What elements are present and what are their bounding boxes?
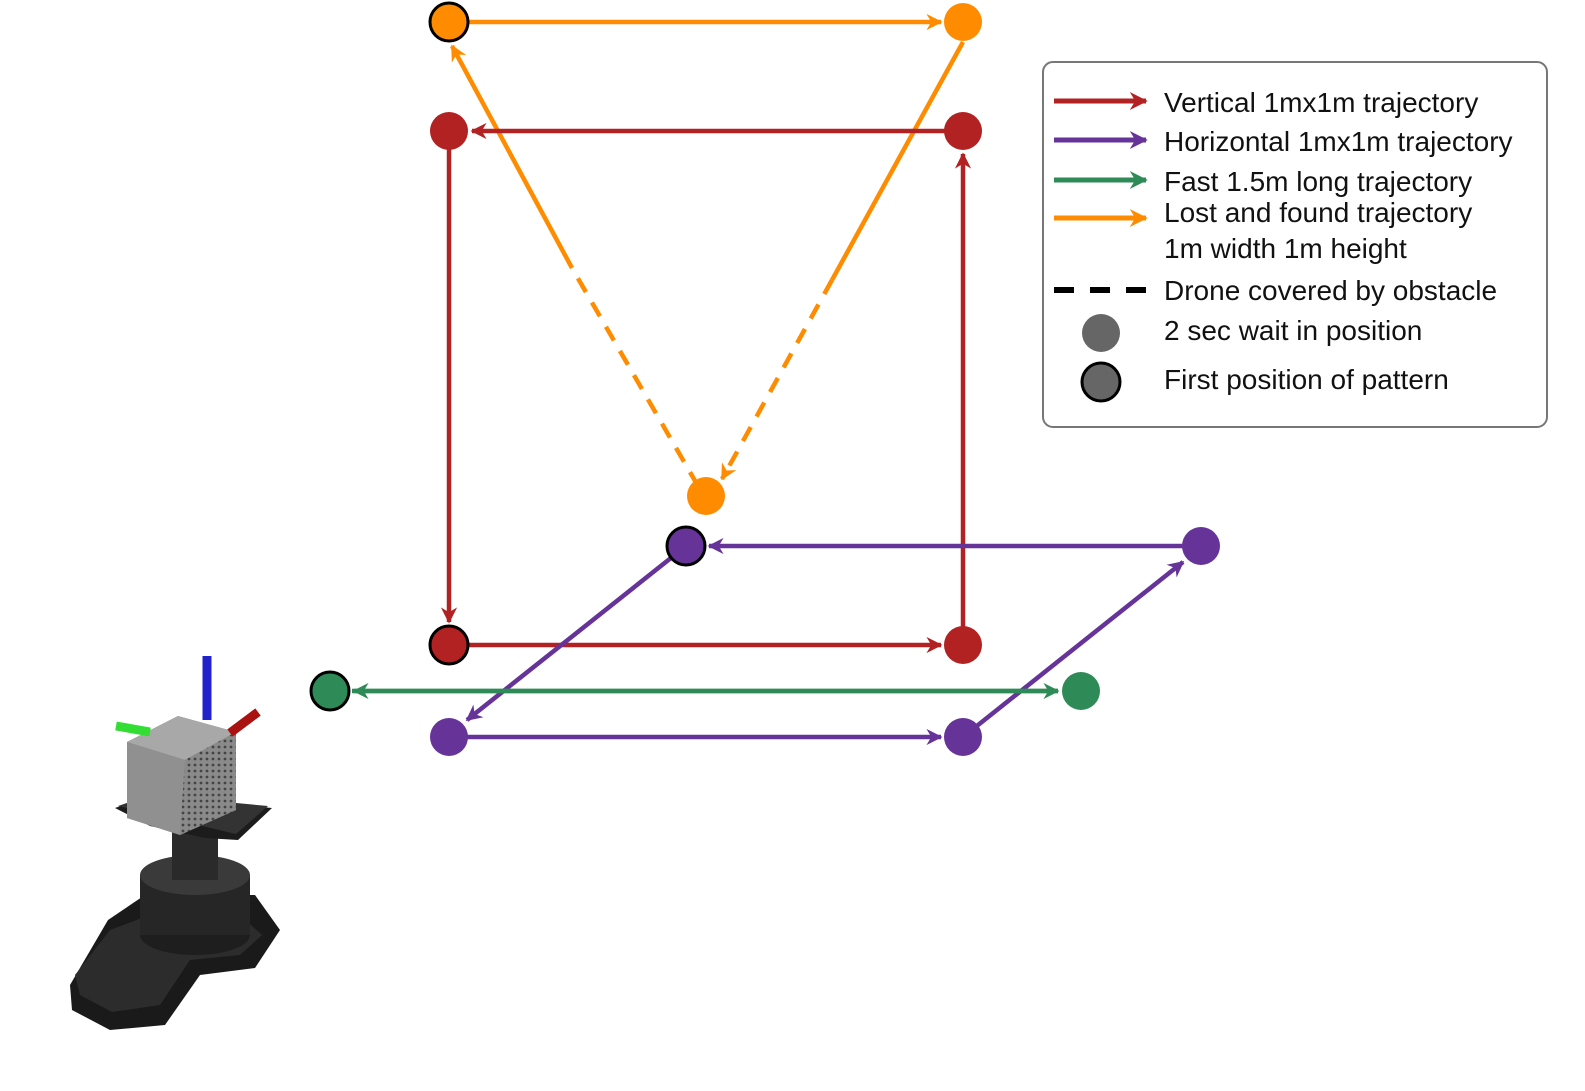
green-point-start: [309, 670, 351, 712]
legend: Vertical 1mx1m trajectory Horizontal 1mx…: [1042, 61, 1548, 428]
legend-occluded-label: Drone covered by obstacle: [1164, 275, 1497, 306]
orange-point-start: [428, 1, 470, 43]
purple-point-front-right: [944, 718, 982, 756]
orange-edge-right-dashed: [720, 278, 834, 481]
red-point-bottom-right: [944, 626, 982, 664]
green-point-end: [1062, 672, 1100, 710]
legend-lost-found-label-line1: Lost and found trajectory: [1164, 197, 1472, 228]
orange-point-top-right: [944, 3, 982, 41]
legend-box: [1042, 61, 1548, 428]
purple-point-start: [665, 525, 707, 567]
y-axis: [115, 721, 151, 737]
purple-point-front-left: [430, 718, 468, 756]
orange-point-bottom: [687, 477, 725, 515]
orange-edge-right-solid: [830, 40, 965, 282]
fast-trajectory: [309, 670, 1100, 712]
red-point-top-right: [944, 112, 982, 150]
horizontal-trajectory: [430, 525, 1220, 756]
legend-fast-label: Fast 1.5m long trajectory: [1164, 166, 1472, 197]
purple-edge-left-diagonal: [465, 544, 688, 722]
legend-first-label: First position of pattern: [1164, 364, 1449, 395]
legend-first-marker: [1080, 361, 1122, 403]
lidar-on-pan-tilt-base-icon: [70, 656, 280, 1030]
purple-edge-right-diagonal: [961, 560, 1185, 739]
purple-point-back-right: [1182, 527, 1220, 565]
red-point-top-left: [430, 112, 468, 150]
orange-edge-left-dashed: [570, 266, 700, 488]
legend-lost-found-label-line2: 1m width 1m height: [1164, 233, 1407, 264]
lost-found-trajectory: [428, 1, 982, 515]
orange-edge-left-solid: [450, 44, 574, 270]
legend-vertical-label: Vertical 1mx1m trajectory: [1164, 87, 1478, 118]
legend-wait-marker: [1082, 314, 1120, 352]
legend-wait-label: 2 sec wait in position: [1164, 315, 1422, 346]
red-point-start: [428, 624, 470, 666]
vertical-trajectory: [428, 112, 982, 666]
legend-horizontal-label: Horizontal 1mx1m trajectory: [1164, 126, 1513, 157]
x-axis: [227, 708, 261, 737]
